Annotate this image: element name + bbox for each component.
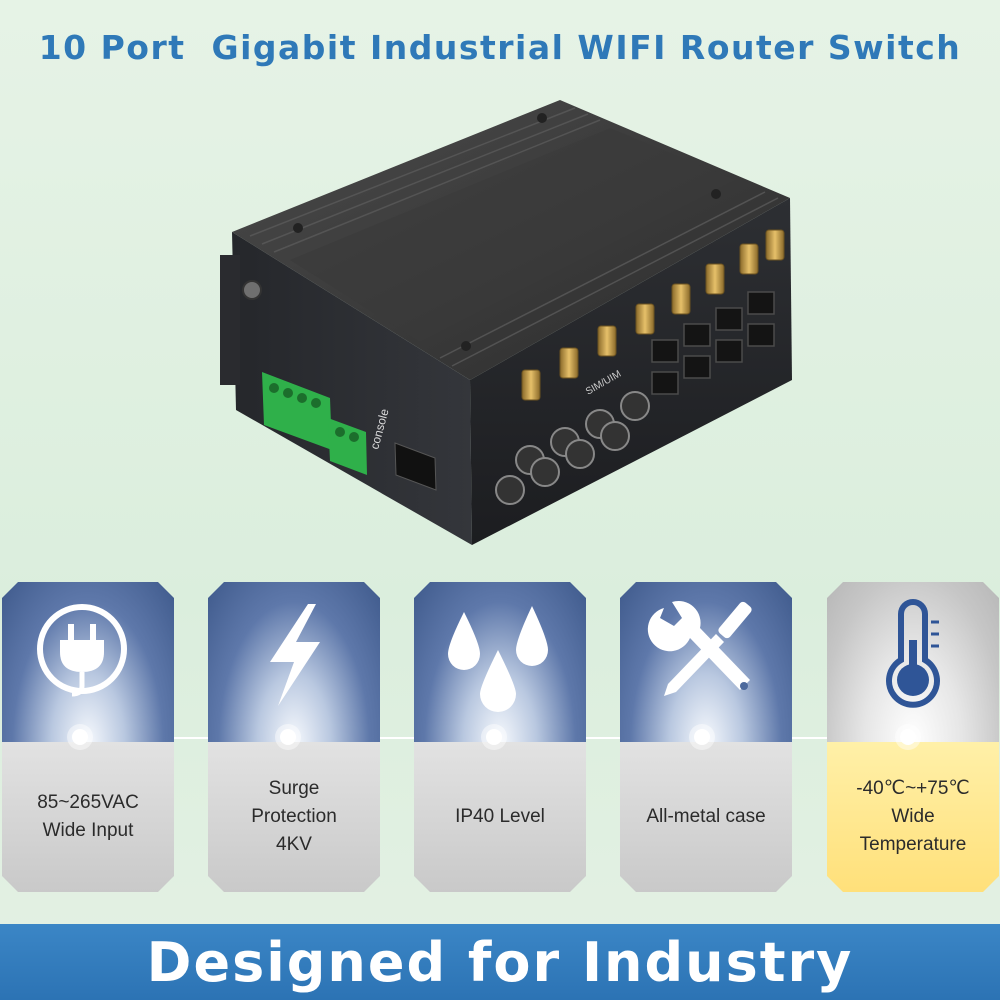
feature-text: IP40 Level [455,806,545,827]
connector-dot [486,729,502,745]
connector-dot [694,729,710,745]
lightning-bolt-icon [208,594,380,714]
connector-dot [280,729,296,745]
feature-text: Surge Protection 4KV [251,778,337,855]
feature-text: 85~265VAC Wide Input [37,792,139,841]
feature-card-metal-case: All-metal case [620,582,792,892]
wrench-screwdriver-icon [620,594,792,714]
feature-card-power-input: 85~265VAC Wide Input [2,582,174,892]
feature-card-temperature: -40℃~+75℃ Wide Temperature [827,582,999,892]
connector-dot [900,729,916,745]
power-plug-icon [2,594,174,714]
footer-text: Designed for Industry [146,930,854,994]
router-switch-illustration: console SIM/UIM [0,80,1000,580]
feature-cards: 85~265VAC Wide Input Surge Protection 4K… [0,582,1000,892]
feature-card-ip40: IP40 Level [414,582,586,892]
feature-text: -40℃~+75℃ Wide Temperature [856,778,970,855]
feature-text: All-metal case [646,806,766,827]
footer-banner: Designed for Industry [0,924,1000,1000]
page-title: 10 Port Gigabit Industrial WIFI Router S… [38,28,962,67]
thermometer-icon [827,594,999,714]
water-drops-icon [414,594,586,714]
connector-dot [72,729,88,745]
feature-card-surge-protection: Surge Protection 4KV [208,582,380,892]
